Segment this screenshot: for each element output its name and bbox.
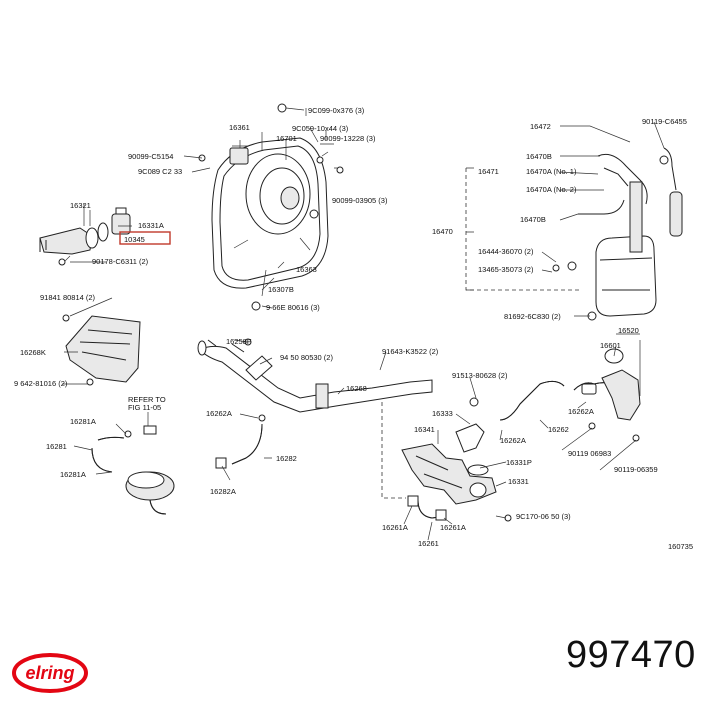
thermostat-housing-group <box>39 204 171 266</box>
label-90099-13228: 90099-13228 (3) <box>320 134 376 143</box>
label-9c089-c233: 9C089 C2 33 <box>138 167 182 176</box>
label-81692-6c830: 81692-6C830 (2) <box>504 312 561 321</box>
label-16361: 16361 <box>229 123 250 132</box>
label-16470b-bot: 16470B <box>520 215 546 224</box>
label-16472: 16472 <box>530 122 551 131</box>
label-16281a-top: 16281A <box>70 417 96 426</box>
label-16321: 16321 <box>70 201 91 210</box>
highlight-box <box>119 231 171 245</box>
label-9c170-06150: 9C170-06 50 (3) <box>516 512 571 521</box>
label-fig-11-05: FIG 11-05 <box>128 403 161 412</box>
label-91841-80814: 91841 80814 (2) <box>40 293 96 302</box>
label-16471: 16471 <box>478 167 499 176</box>
label-94-50-80530: 94 50 80530 (2) <box>280 353 333 362</box>
label-16281a-bot: 16281A <box>60 470 86 479</box>
part-labels: 16361 9C099-0x376 (3) 9C059-10x44 (3) 16… <box>14 106 693 551</box>
label-16341: 16341 <box>414 425 435 434</box>
bypass-group <box>573 333 641 442</box>
label-16444-36070: 16444-36070 (2) <box>478 247 534 256</box>
label-90119-06359: 90119-06359 <box>614 465 658 474</box>
label-16470b-top: 16470B <box>526 152 552 161</box>
label-90099-03905: 90099-03905 (3) <box>332 196 388 205</box>
brand-logo: elring <box>10 648 90 703</box>
label-16258f: 16258F <box>226 337 252 346</box>
label-16601: 16601 <box>600 341 621 350</box>
label-16261: 16261 <box>418 539 439 548</box>
part-number: 997470 <box>566 634 696 676</box>
leader-lines <box>62 108 665 541</box>
label-16520: 16520 <box>618 326 639 335</box>
label-91643-k3522: 91643-K3522 (2) <box>382 347 439 356</box>
label-16262a-mid: 16262A <box>500 436 526 445</box>
label-16268k: 16268K <box>20 348 46 357</box>
reservoir-group <box>465 147 683 321</box>
heat-shield-group <box>62 314 141 386</box>
label-9c099-0x376: 9C099-0x376 (3) <box>308 106 365 115</box>
label-90119-c6455: 90119-C6455 <box>642 117 687 126</box>
label-16470: 16470 <box>432 227 453 236</box>
label-13465-35073: 13465-35073 (2) <box>478 265 534 274</box>
label-90099-c5154: 90099-C5154 <box>128 152 173 161</box>
label-16262: 16262 <box>548 425 569 434</box>
coolant-pipe-group <box>197 338 433 413</box>
small-hoses-group <box>91 414 266 515</box>
label-16701: 16701 <box>276 134 297 143</box>
label-9c059-10x44: 9C059-10x44 (3) <box>292 124 349 133</box>
label-9-66e-80616: 9 66E 80616 (3) <box>266 303 320 312</box>
label-16282: 16282 <box>276 454 297 463</box>
label-10345: 10345 <box>124 235 145 244</box>
label-16261a-right: 16261A <box>440 523 466 532</box>
brand-name: elring <box>25 663 74 683</box>
label-16470a-no2: 16470A (No. 2) <box>526 185 577 194</box>
label-16282a: 16282A <box>210 487 236 496</box>
label-16363: 16363 <box>296 265 317 274</box>
label-90119-06983: 90119 06983 <box>568 449 611 458</box>
label-91513-80628: 91513-80628 (2) <box>452 371 508 380</box>
label-16331a: 16331A <box>138 221 164 230</box>
label-refer-to: REFER TO <box>128 395 166 404</box>
label-16268: 16268 <box>346 384 367 393</box>
label-16281: 16281 <box>46 442 67 451</box>
water-outlet-group <box>381 380 565 522</box>
label-16333: 16333 <box>432 409 453 418</box>
label-16262a-left: 16262A <box>206 409 232 418</box>
fan-shroud-group <box>198 103 344 311</box>
label-16331: 16331 <box>508 477 529 486</box>
label-16261a-left: 16261A <box>382 523 408 532</box>
label-16470a-no1: 16470A (No. 1) <box>526 167 577 176</box>
label-16307b: 16307B <box>268 285 294 294</box>
diagram-code: 160735 <box>668 542 693 551</box>
label-16331p: 16331P <box>506 458 532 467</box>
label-16262a-right: 16262A <box>568 407 594 416</box>
label-90178-c6311: 90178-C6311 (2) <box>92 257 149 266</box>
label-9-642-81016: 9 642-81016 (2) <box>14 379 68 388</box>
